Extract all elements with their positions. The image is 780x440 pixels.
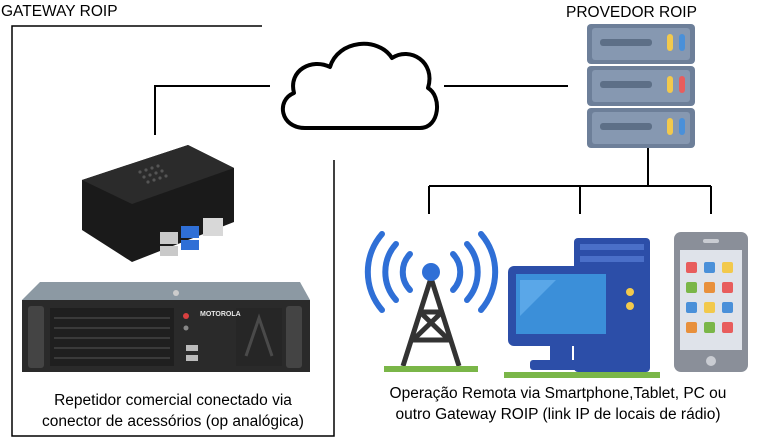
- remote-caption: Operação Remota via Smartphone,Tablet, P…: [348, 383, 768, 425]
- device-brand-label: MOTOROLA: [200, 311, 241, 318]
- gateway-caption-line2: conector de acessórios (op analógica): [42, 413, 304, 430]
- server-icon: [587, 24, 695, 148]
- gateway-box: [11, 25, 335, 437]
- antenna-icon: [364, 231, 499, 372]
- cloud-icon: [280, 41, 440, 130]
- mini-pc-icon: [82, 145, 234, 262]
- radio-repeater-icon: [22, 282, 310, 372]
- computer-icon: [504, 238, 660, 378]
- provider-title: PROVEDOR ROIP: [566, 4, 697, 21]
- connection-lines: [154, 85, 712, 214]
- gateway-title: GATEWAY ROIP: [1, 3, 118, 20]
- remote-caption-line2: outro Gateway ROIP (link IP de locais de…: [395, 406, 721, 423]
- gateway-caption: Repetidor comercial conectado via conect…: [12, 390, 334, 432]
- smartphone-icon: [674, 232, 748, 372]
- gateway-caption-line1: Repetidor comercial conectado via: [54, 392, 292, 409]
- remote-caption-line1: Operação Remota via Smartphone,Tablet, P…: [389, 385, 727, 402]
